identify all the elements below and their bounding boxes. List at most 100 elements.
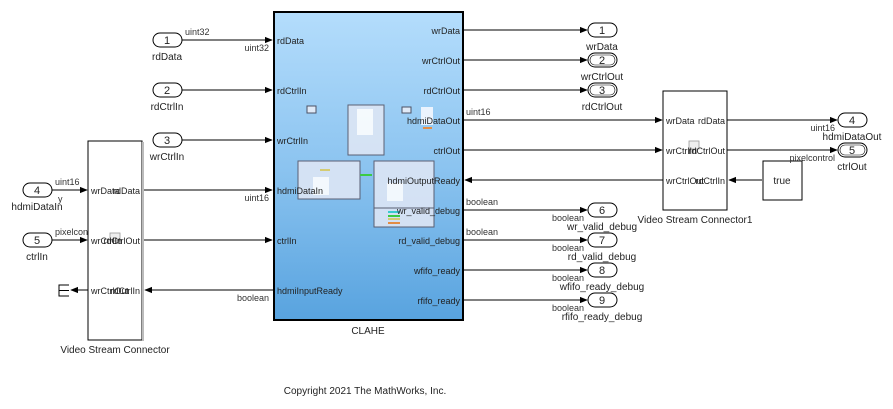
clahe-out-rd-valid: rd_valid_debug [398,236,460,246]
clahe-out-ctrlOut: ctrlOut [433,146,460,156]
sig-rd-valid: boolean [466,227,498,237]
vsc1-port-rdCtrlOut: rdCtrlOut [688,146,725,156]
sig-hdmiInputReady: boolean [237,293,269,303]
vsc1-port-wrData: wrData [665,116,695,126]
vsc0-port-rdCtrlIn: rdCtrlIn [110,286,140,296]
outport-1-label: wrData [585,42,618,53]
outport-9[interactable]: 9 rfifo_ready_debug [562,292,643,323]
vsc0-port-rdCtrlOut: rdCtrlOut [103,236,140,246]
svg-text:1: 1 [164,35,170,47]
inport-2[interactable]: 2 rdCtrlIn [151,82,184,113]
clahe-in-hdmiDataIn: hdmiDataIn [277,186,323,196]
video-stream-connector1[interactable]: wrData rdData wrCtrlIn rdCtrlOut wrCtrlO… [638,90,753,226]
outport-4[interactable]: 4 hdmiDataOut [823,112,882,143]
clahe-out-hdmiOutputReady: hdmiOutputReady [387,176,460,186]
vsc0-port-wrCtrlOut: wrCtrlOut [90,286,129,296]
sig-hdmiDataIn: uint16 [55,177,80,187]
svg-text:5: 5 [34,235,40,247]
clahe-in-rdData: rdData [277,36,304,46]
vsc1-port-wrCtrlIn: wrCtrlIn [665,146,697,156]
vsc0-port-rdData: rdData [113,186,140,196]
svg-text:4: 4 [34,185,40,197]
clahe-label: CLAHE [351,326,385,337]
outport-2-label: wrCtrlOut [580,72,623,83]
clahe-subsystem[interactable]: CLAHE rdData rdCtrlIn wrCtrlIn hdmiDataI… [273,11,464,337]
clahe-out-hdmiDataOut: hdmiDataOut [407,116,461,126]
sig-hdmiDataIn-dst: uint16 [244,193,269,203]
sig-hdmiDataOut: uint16 [466,107,491,117]
inport-2-label: rdCtrlIn [151,102,184,113]
constant-value: true [773,176,791,187]
sig-out4: uint16 [810,123,835,133]
outport-3[interactable]: 3 rdCtrlOut [582,82,623,113]
clahe-in-ctrlIn: ctrlIn [277,236,297,246]
outport-2[interactable]: 2 wrCtrlOut [580,52,623,83]
clahe-out-wrCtrlOut: wrCtrlOut [421,56,460,66]
outport-8-label: wfifo_ready_debug [559,282,645,293]
svg-text:8: 8 [599,265,605,277]
clahe-out-rdCtrlOut: rdCtrlOut [423,86,460,96]
sig-out6: boolean [552,213,584,223]
clahe-in-hdmiInputReady: hdmiInputReady [277,286,343,296]
outport-5[interactable]: 5 ctrlOut [837,142,868,173]
outport-4-label: hdmiDataOut [823,132,882,143]
outport-5-label: ctrlOut [837,162,867,173]
inport-5[interactable]: 5 ctrlIn [22,232,53,263]
clahe-out-wfifo: wfifo_ready [413,266,461,276]
vsc0-port-wrData: wrData [90,186,120,196]
sig-ctrlIn: pixelcon [55,227,88,237]
clahe-in-rdCtrlIn: rdCtrlIn [277,86,307,96]
outport-9-label: rfifo_ready_debug [562,312,643,323]
inport-4[interactable]: 4 hdmiDataIn [11,182,63,213]
vsc0-label: Video Stream Connector [60,345,170,356]
vsc1-port-rdCtrlIn: rdCtrlIn [695,176,725,186]
outport-6-label: wr_valid_debug [566,222,637,233]
sig-rdData-dst: uint32 [244,43,269,53]
sig-hdmiDataIn-y: y [58,194,63,204]
copyright-text: Copyright 2021 The MathWorks, Inc. [284,386,447,397]
vsc1-label: Video Stream Connector1 [638,215,753,226]
outport-3-label: rdCtrlOut [582,102,623,113]
clahe-out-wrData: wrData [430,26,460,36]
signal-labels: uint32 uint32 uint16 y pixelcon uint16 b… [55,27,835,313]
video-stream-connector[interactable]: wrData rdData wrCtrlIn rdCtrlOut wrCtrlO… [60,140,170,356]
svg-text:7: 7 [599,235,605,247]
inport-3[interactable]: 3 wrCtrlIn [149,132,184,163]
connector-icon [109,232,121,242]
vsc1-port-wrCtrlOut: wrCtrlOut [665,176,704,186]
svg-text:4: 4 [849,115,855,127]
constant-block[interactable]: true [762,160,803,201]
svg-text:2: 2 [164,85,170,97]
outport-1[interactable]: 1 wrData [585,22,618,53]
outport-7-label: rd_valid_debug [568,252,636,263]
inport-1[interactable]: 1 rdData [152,32,183,63]
outport-8[interactable]: 8 wfifo_ready_debug [559,262,645,293]
inport-1-label: rdData [152,52,182,63]
clahe-in-wrCtrlIn: wrCtrlIn [276,136,308,146]
svg-text:6: 6 [599,205,605,217]
outport-6[interactable]: 6 wr_valid_debug [566,202,637,233]
vsc1-port-rdData: rdData [698,116,725,126]
sig-wr-valid: boolean [466,197,498,207]
inport-3-label: wrCtrlIn [149,152,184,163]
sig-out9: boolean [552,303,584,313]
connector-icon [688,140,700,150]
svg-text:9: 9 [599,295,605,307]
svg-text:3: 3 [599,85,605,97]
sig-out8: boolean [552,273,584,283]
sig-rdData-src: uint32 [185,27,210,37]
clahe-out-rfifo: rfifo_ready [417,296,460,306]
outport-7[interactable]: 7 rd_valid_debug [568,232,636,263]
vsc0-port-wrCtrlIn: wrCtrlIn [90,236,122,246]
inport-4-label: hdmiDataIn [11,202,62,213]
sig-out5: pixelcontrol [789,153,835,163]
terminator-block[interactable] [58,284,69,297]
svg-text:3: 3 [164,135,170,147]
svg-text:5: 5 [849,145,855,157]
inport-5-label: ctrlIn [26,252,48,263]
subsystem-thumbnail [297,104,435,228]
sig-out7: boolean [552,243,584,253]
clahe-out-wr-valid: wr_valid_debug [396,206,460,216]
svg-text:2: 2 [599,55,605,67]
